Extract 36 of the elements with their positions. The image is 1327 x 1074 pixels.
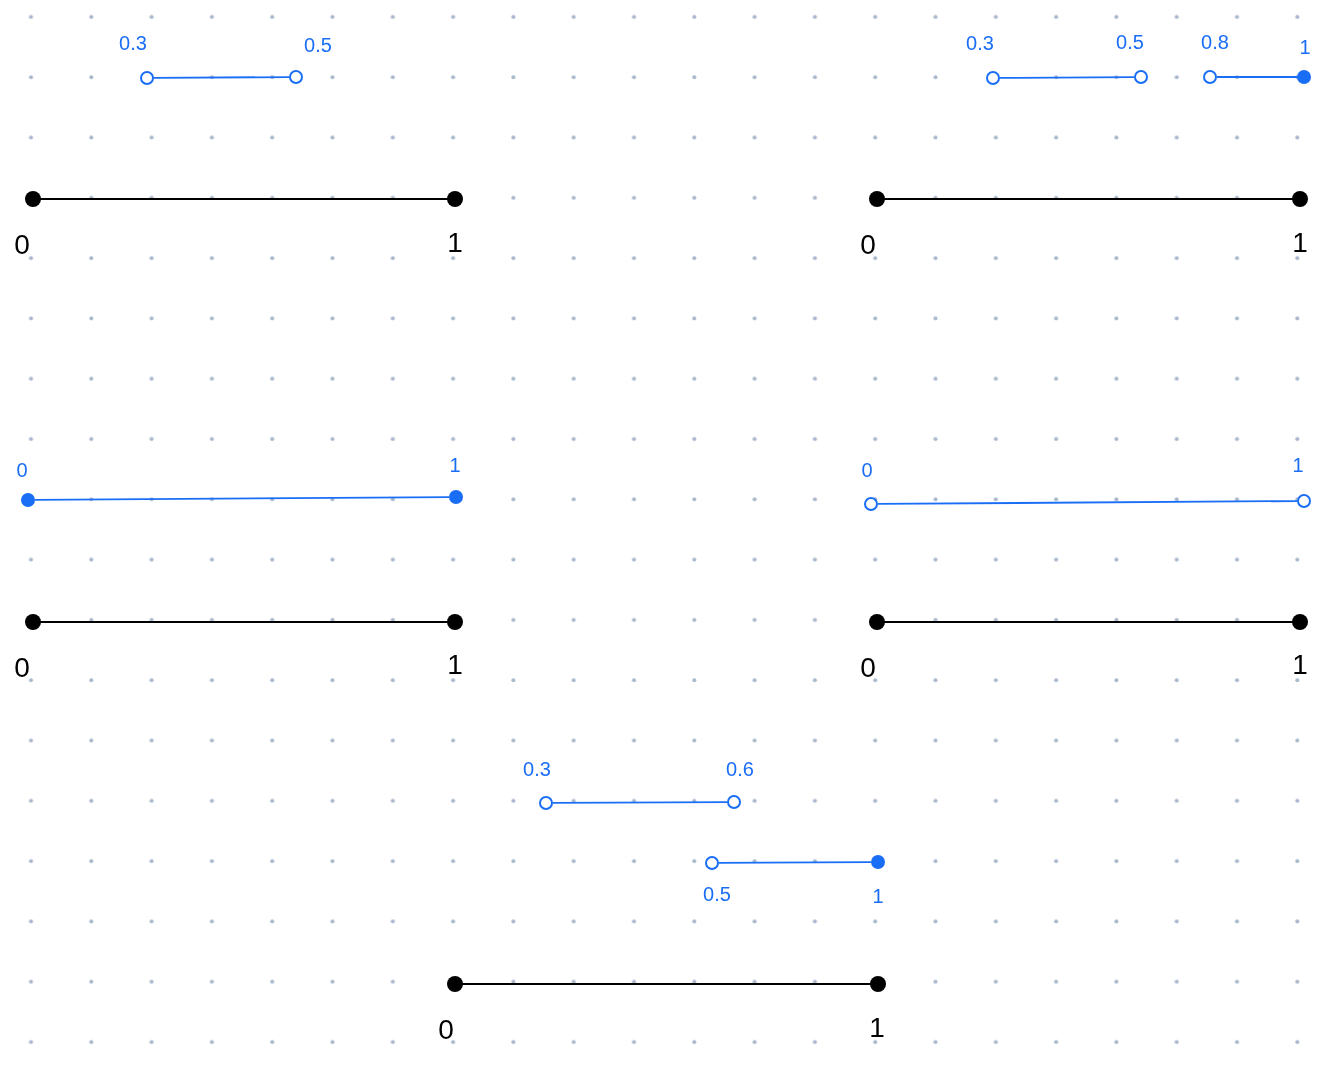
value-label: 0.3 <box>119 33 147 53</box>
value-label: 0 <box>860 654 876 682</box>
value-label: 0 <box>860 231 876 259</box>
value-label: 1 <box>447 651 463 679</box>
line-segment <box>40 197 448 201</box>
line-segment <box>999 76 1135 79</box>
value-label: 1 <box>1299 37 1311 57</box>
value-label: 0.3 <box>523 759 551 779</box>
value-label: 1 <box>1292 455 1304 475</box>
value-label: 0.5 <box>703 884 731 904</box>
line-segment <box>34 496 450 501</box>
value-label: 1 <box>872 886 884 906</box>
value-label: 0 <box>14 654 30 682</box>
value-label: 0 <box>438 1016 454 1044</box>
value-label: 0.5 <box>1116 32 1144 52</box>
value-label: 1 <box>869 1014 885 1042</box>
value-label: 0 <box>14 231 30 259</box>
line-segment <box>1216 76 1298 78</box>
line-segment <box>718 861 872 864</box>
line-segment <box>877 500 1298 505</box>
value-label: 0.5 <box>304 35 332 55</box>
value-label: 1 <box>1292 651 1308 679</box>
line-segment <box>552 801 728 804</box>
value-label: 0.6 <box>726 759 754 779</box>
value-label: 1 <box>447 229 463 257</box>
value-label: 0 <box>16 460 28 480</box>
value-label: 0.3 <box>966 33 994 53</box>
value-label: 1 <box>1292 229 1308 257</box>
line-segment <box>462 982 871 986</box>
value-label: 1 <box>449 455 461 475</box>
line-segment <box>153 76 290 79</box>
line-segment <box>40 620 448 624</box>
line-segment <box>884 197 1293 201</box>
value-label: 0 <box>861 460 873 480</box>
value-label: 0.8 <box>1201 32 1229 52</box>
line-segment <box>884 620 1293 624</box>
